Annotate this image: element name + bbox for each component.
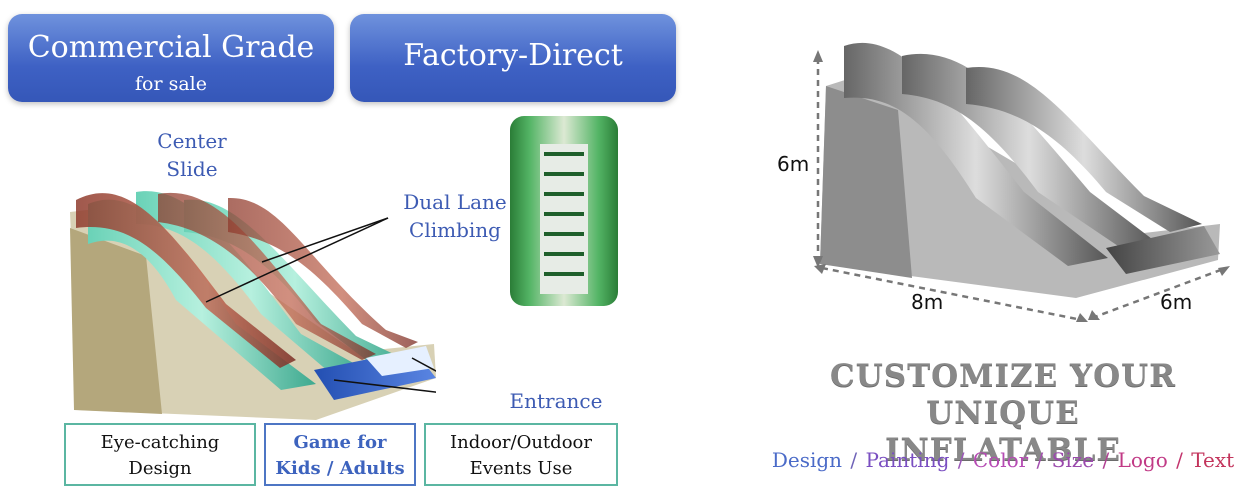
indoor-outdoor-events-box: Indoor/Outdoor Events Use: [424, 423, 618, 486]
customization-options: Design / Painting / Color / Size / Logo …: [768, 448, 1238, 472]
feature-3-line1: Indoor/Outdoor: [450, 432, 592, 453]
commercial-grade-banner: Commercial Grade for sale: [8, 14, 334, 102]
inflatable-slide-color-image: [70, 191, 436, 420]
separator-5: /: [1169, 448, 1190, 472]
separator-4: /: [1096, 448, 1116, 472]
feature-1-line1: Eye-catching: [100, 432, 220, 453]
option-size: Size: [1051, 448, 1095, 472]
option-color: Color: [972, 448, 1029, 472]
customize-line2: INFLATABLE: [884, 432, 1122, 468]
customize-line1: CUSTOMIZE YOUR UNIQUE: [830, 358, 1176, 431]
dual-lane-line1: Dual Lane: [403, 190, 507, 214]
dual-lane-climbing-label: Dual Lane Climbing: [400, 188, 510, 244]
option-design: Design: [771, 448, 843, 472]
factory-direct-title: Factory-Direct: [403, 38, 623, 73]
option-painting: Painting: [865, 448, 950, 472]
customize-heading: CUSTOMIZE YOUR UNIQUE INFLATABLE: [760, 358, 1243, 469]
entrance-label: Entrance: [509, 389, 603, 413]
center-slide-label: Center Slide: [157, 129, 227, 181]
feature-3-line2: Events Use: [469, 458, 573, 479]
climbing-ladder-image: [510, 116, 618, 306]
length-dimension-label: 8m: [911, 290, 944, 314]
for-sale-subtitle: for sale: [135, 73, 207, 95]
feature-2-line2: Kids / Adults: [275, 458, 405, 479]
ladder-rungs: [540, 144, 588, 294]
option-text: Text: [1191, 448, 1235, 472]
width-dimension-label: 6m: [1160, 290, 1193, 314]
inflatable-slide-grayscale-image: [813, 42, 1230, 322]
commercial-grade-title: Commercial Grade: [27, 30, 315, 65]
separator-1: /: [844, 448, 864, 472]
factory-direct-banner: Factory-Direct: [350, 14, 676, 102]
separator-3: /: [1030, 448, 1050, 472]
eye-catching-design-box: Eye-catching Design: [64, 423, 256, 486]
dual-lane-line2: Climbing: [409, 218, 501, 242]
feature-2-line1: Game for: [293, 432, 387, 453]
game-for-kids-adults-box: Game for Kids / Adults: [264, 423, 416, 486]
feature-1-line2: Design: [128, 458, 192, 479]
separator-2: /: [951, 448, 971, 472]
height-dimension-label: 6m: [777, 152, 810, 176]
option-logo: Logo: [1117, 448, 1168, 472]
